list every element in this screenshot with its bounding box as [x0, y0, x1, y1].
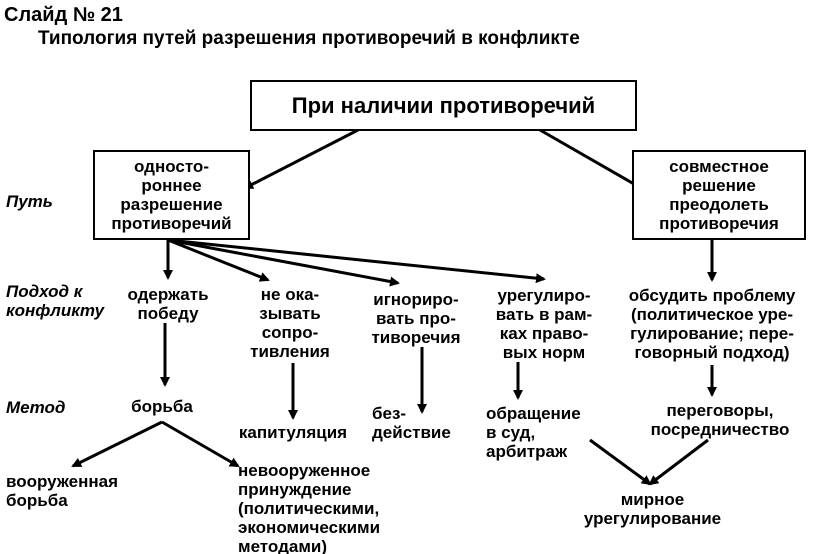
- arrow-left-to-legal: [167, 238, 546, 284]
- method-struggle: борьба: [131, 397, 193, 416]
- row-label-method: Метод: [6, 398, 66, 417]
- approach-legal: урегулиро- вать в рам- ках право- вых но…: [495, 286, 593, 362]
- approach-discuss: обсудить проблему (политическое уре- гул…: [628, 286, 796, 362]
- approach-win: одержать победу: [127, 285, 209, 323]
- arrow-left-to-noresist: [167, 238, 270, 282]
- arrow-top-to-left: [243, 128, 359, 190]
- approach-no-resist: не ока- зывать сопро- тивления: [250, 285, 330, 361]
- approach-ignore: игнориро- вать про- тиворечия: [371, 290, 461, 347]
- method-capitulation: капитуляция: [238, 423, 348, 442]
- path-left-box: односто- роннее разрешение противоречий: [93, 150, 250, 240]
- row-label-approach: Подход к конфликту: [6, 282, 105, 320]
- arrow-left-to-ignore: [167, 238, 400, 287]
- arrow-struggle-to-unarmed: [161, 420, 240, 468]
- arrow-court-to-peace: [589, 438, 652, 486]
- arrow-struggle-to-armed: [71, 420, 163, 468]
- slide-label: Слайд № 21: [4, 4, 123, 26]
- outcome-peace: мирное урегулирование: [583, 490, 722, 528]
- method-negotiation: переговоры, посредничество: [650, 401, 790, 439]
- method-court: обращение в суд, арбитраж: [486, 404, 581, 461]
- path-right-box: совместное решение преодолеть противореч…: [632, 150, 806, 240]
- outcome-unarmed: невооруженное принуждение (политическими…: [238, 461, 381, 554]
- row-label-path: Путь: [6, 192, 53, 211]
- outcome-armed: вооруженная борьба: [6, 472, 119, 510]
- top-box: При наличии противоречий: [250, 80, 637, 131]
- arrow-negotiation-to-peace: [648, 438, 709, 486]
- page-title: Типология путей разрешения противоречий …: [38, 28, 580, 49]
- method-inaction: без- действие: [372, 404, 451, 442]
- arrow-top-to-right: [539, 128, 650, 194]
